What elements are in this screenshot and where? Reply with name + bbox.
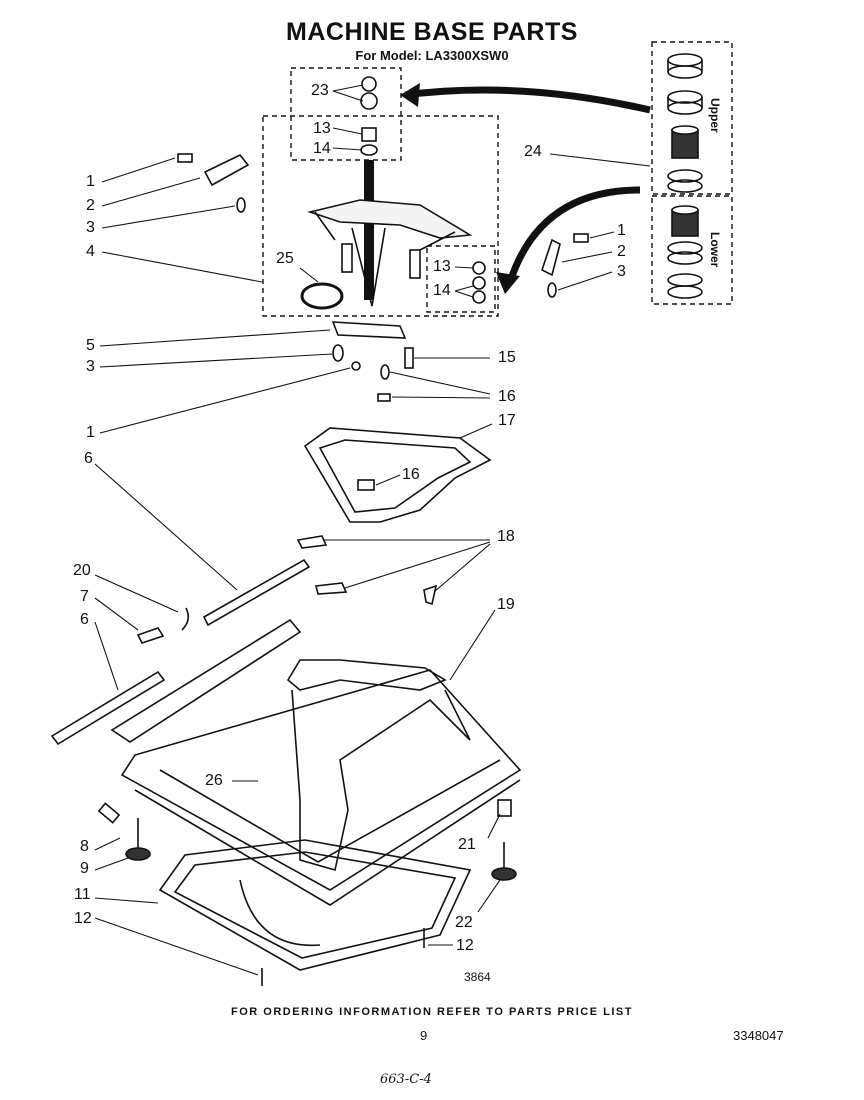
handwritten-note: 663-C-4 (380, 1072, 432, 1087)
lower-arrow (506, 186, 641, 284)
callout-2-right: 2 (617, 243, 626, 260)
bracket-5 (331, 321, 414, 402)
page-number: 9 (420, 1028, 428, 1043)
callout-1: 1 (86, 173, 95, 190)
callout-12: 12 (74, 910, 92, 927)
callout-5: 5 (86, 337, 95, 354)
callout-26: 26 (205, 772, 223, 789)
clip-20 (181, 607, 190, 631)
callout-16: 16 (498, 388, 516, 405)
callout-3-mid: 3 (86, 358, 95, 375)
transmission-box (262, 115, 499, 317)
callout-3: 3 (86, 219, 95, 236)
upper-bearings (667, 53, 703, 193)
upper-inset-box (651, 41, 733, 195)
leader-lines (94, 84, 651, 976)
callout-7: 7 (80, 588, 89, 605)
callout-24: 24 (524, 143, 542, 160)
model-subtitle: For Model: LA3300XSW0 (355, 48, 509, 63)
hardware-left (177, 153, 250, 213)
callout-17: 17 (498, 412, 516, 429)
callout-19: 19 (497, 596, 515, 613)
callout-6: 6 (84, 450, 93, 467)
callout-25: 25 (276, 250, 294, 267)
callout-1-right: 1 (617, 222, 626, 239)
callout-12-right: 12 (456, 937, 474, 954)
leveling-legs (97, 799, 517, 986)
figure-code: 3864 (464, 970, 491, 984)
callout-3-right: 3 (617, 263, 626, 280)
callout-1-mid: 1 (86, 424, 95, 441)
callout-14-right: 14 (433, 282, 451, 299)
upper-arrow (404, 86, 651, 114)
lower-inset-box (651, 195, 733, 305)
callout-8: 8 (80, 838, 89, 855)
pad-7 (136, 627, 165, 644)
callout-9: 9 (80, 860, 89, 877)
transmission-drawing (300, 160, 473, 310)
dashed-boxes (262, 41, 733, 317)
channel-6-lower (50, 670, 166, 746)
callout-13-right: 13 (433, 258, 451, 275)
callout-15: 15 (498, 349, 516, 366)
callout-18: 18 (497, 528, 515, 545)
base-pan (158, 839, 472, 971)
callout-21: 21 (458, 836, 476, 853)
callout-2: 2 (86, 197, 95, 214)
callout-14: 14 (313, 140, 331, 157)
lower-inset-label: Lower (708, 232, 722, 268)
hardware-right (541, 233, 589, 298)
dampers-18 (296, 535, 438, 606)
document-number: 3348047 (733, 1028, 784, 1043)
upper-inset-label: Upper (708, 98, 722, 133)
callout-20: 20 (73, 562, 91, 579)
ordering-note: FOR ORDERING INFORMATION REFER TO PARTS … (231, 1006, 633, 1018)
bearing-box-top (290, 67, 402, 161)
callout-13: 13 (313, 120, 331, 137)
shaft-bearings (360, 76, 486, 304)
callout-22: 22 (455, 914, 473, 931)
callout-23: 23 (311, 82, 329, 99)
lower-bearings (667, 205, 703, 299)
bearing-box-right (426, 245, 496, 313)
callout-6-lower: 6 (80, 611, 89, 628)
channel-6-upper (202, 558, 311, 627)
callout-11: 11 (74, 886, 91, 903)
callout-16-lower: 16 (402, 466, 420, 483)
callout-4: 4 (86, 243, 95, 260)
support-frame-17 (303, 427, 492, 523)
base-frame (110, 618, 522, 906)
page-title: MACHINE BASE PARTS (286, 18, 578, 46)
